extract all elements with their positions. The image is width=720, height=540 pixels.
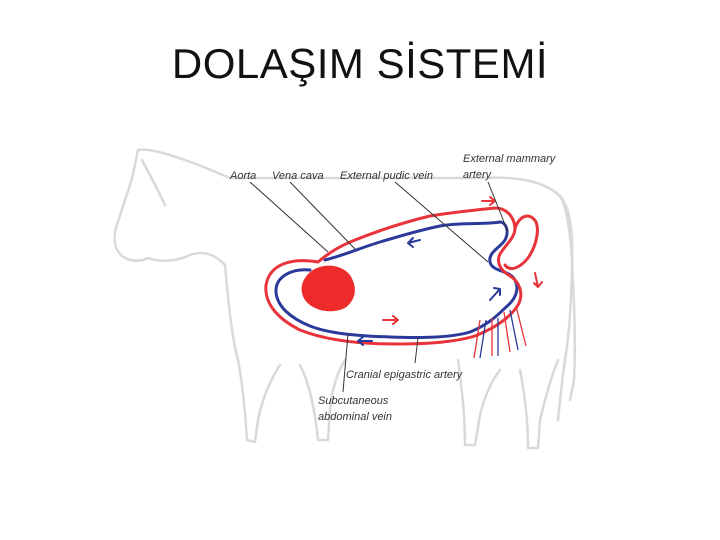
label-external-pudic-vein: External pudic vein (340, 170, 433, 182)
pointer-lines (250, 182, 508, 392)
label-external-mammary-artery-line1: External mammary (463, 153, 557, 165)
label-cranial-epigastric-artery: Cranial epigastric artery (346, 369, 464, 381)
label-aorta: Aorta (229, 170, 256, 182)
heart (302, 266, 355, 312)
label-external-mammary-artery-line2: artery (463, 169, 493, 181)
label-vena-cava: Vena cava (272, 170, 324, 182)
label-subcutaneous-line2: abdominal vein (318, 411, 392, 423)
label-subcutaneous-line1: Subcutaneous (318, 395, 389, 407)
